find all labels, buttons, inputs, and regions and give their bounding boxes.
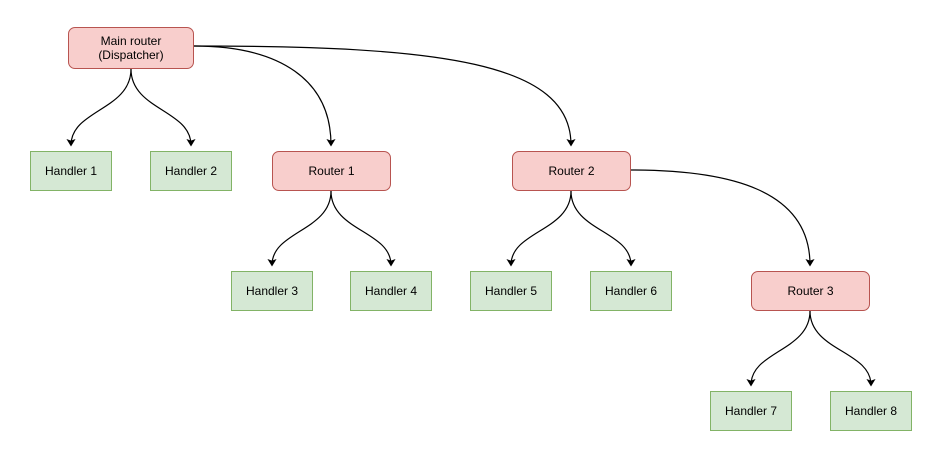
node-handler-4[interactable]: Handler 4 (350, 271, 432, 311)
node-label-handler-3: Handler 3 (245, 284, 299, 298)
node-router-3[interactable]: Router 3 (751, 271, 870, 311)
node-label-router-1: Router 1 (308, 164, 355, 178)
node-handler-8[interactable]: Handler 8 (830, 391, 912, 431)
node-label-router-2: Router 2 (548, 164, 595, 178)
node-handler-5[interactable]: Handler 5 (470, 271, 552, 311)
node-label-handler-6: Handler 6 (604, 284, 658, 298)
node-label-handler-7: Handler 7 (724, 404, 778, 418)
node-label-handler-1: Handler 1 (44, 164, 98, 178)
node-label-handler-4: Handler 4 (364, 284, 418, 298)
node-handler-1[interactable]: Handler 1 (30, 151, 112, 191)
node-router-1[interactable]: Router 1 (272, 151, 391, 191)
node-label-main-router: Main router (Dispatcher) (98, 34, 164, 62)
node-handler-2[interactable]: Handler 2 (150, 151, 232, 191)
node-label-handler-8: Handler 8 (844, 404, 898, 418)
node-label-handler-2: Handler 2 (164, 164, 218, 178)
node-label-router-3: Router 3 (787, 284, 834, 298)
node-main-router[interactable]: Main router (Dispatcher) (68, 27, 194, 69)
node-handler-7[interactable]: Handler 7 (710, 391, 792, 431)
node-router-2[interactable]: Router 2 (512, 151, 631, 191)
node-label-handler-5: Handler 5 (484, 284, 538, 298)
node-handler-6[interactable]: Handler 6 (590, 271, 672, 311)
node-handler-3[interactable]: Handler 3 (231, 271, 313, 311)
